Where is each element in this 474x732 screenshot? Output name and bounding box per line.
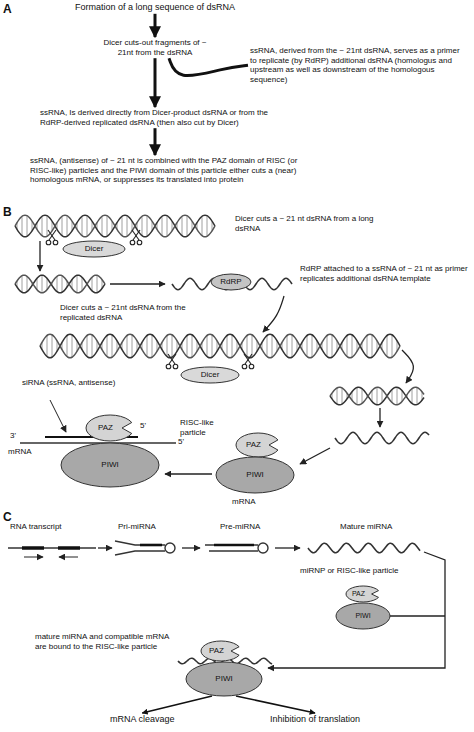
node-text: PIWI: [355, 612, 370, 620]
process-step: Dicer cuts-out fragments of ~ 21nt from …: [95, 38, 215, 57]
process-arrow: [98, 547, 112, 548]
node-text: Dicer cuts-out fragments of ~ 21nt from …: [95, 38, 215, 57]
panel-letter: B: [3, 205, 12, 219]
annotation: siRNA (ssRNA, antisense): [22, 378, 122, 388]
scissors-symbol: [242, 354, 254, 369]
particle-name: RISC-like particle: [180, 418, 232, 437]
node-text: PIWI: [246, 470, 263, 480]
scissors-symbol: [46, 230, 58, 245]
process-arrow: [300, 448, 330, 464]
node-text: PAZ: [209, 646, 233, 656]
strand-line: [205, 544, 258, 545]
strand-line: [8, 547, 96, 548]
process-arrow: [275, 547, 300, 548]
process-arrow: [24, 557, 43, 558]
node-text: PAZ: [98, 423, 122, 433]
hairpin-segment: [140, 544, 162, 547]
process-arrow: [402, 350, 413, 383]
node-text: Dicer: [85, 244, 104, 254]
piwi-domain: PIWI: [215, 456, 295, 494]
node-text: ssRNA, (antisense) of ~ 21 nt is combine…: [30, 156, 320, 185]
stage-name: Pri-miRNA: [118, 522, 156, 532]
dsrna-helix: [15, 275, 105, 293]
flow-arrow: [169, 58, 248, 75]
paz-domain: PAZ: [235, 432, 281, 458]
flow-arrow: [236, 696, 315, 713]
piwi-domain: PIWI: [185, 661, 263, 697]
process-arrow: [263, 296, 284, 332]
dsrna-helix: [330, 387, 424, 405]
node-text: mRNA cleavage: [110, 714, 175, 725]
annotation: RdRP attached to a ssRNA of ~ 21 nt as p…: [300, 264, 470, 283]
strand-end: 5': [140, 421, 146, 431]
node-text: PIWI: [101, 460, 118, 470]
stage-name: RNA transcript: [10, 522, 62, 532]
strand-name: mRNA: [232, 497, 256, 507]
annotation: mature miRNA and compatible mRNA are bou…: [35, 632, 180, 651]
particle-name: miRNP or RISC-like particle: [300, 566, 430, 576]
strand-line: [209, 550, 258, 551]
process-arrow: [50, 400, 66, 432]
node-text: ssRNA, Is derived directly from Dicer-pr…: [40, 108, 270, 127]
hairpin-segment: [58, 546, 80, 550]
hairpin-segment: [22, 546, 44, 550]
node-text: ssRNA, derived from the ~ 21nt dsRNA, se…: [250, 46, 468, 84]
process-arrow: [165, 473, 212, 474]
process-arrow: [110, 283, 165, 284]
process-line: [390, 615, 445, 616]
flow-arrow: [142, 696, 212, 713]
piwi-domain: PIWI: [60, 442, 160, 488]
node-text: PIWI: [215, 674, 232, 684]
process-arrow: [379, 408, 380, 427]
panel-letter: A: [3, 2, 12, 16]
paz-domain: PAZ: [200, 640, 242, 662]
dicer-enzyme: Dicer: [180, 366, 240, 384]
flow-arrow: [154, 58, 157, 107]
strand-line: [115, 541, 165, 545]
process-step: ssRNA, Is derived directly from Dicer-pr…: [40, 108, 270, 127]
node-text: Inhibition of translation: [270, 714, 360, 725]
node-text: RdRP: [220, 277, 241, 287]
stage-name: Pre-miRNA: [220, 522, 260, 532]
flow-arrow: [154, 128, 157, 155]
node-text: Dicer: [201, 370, 220, 380]
rdrp-enzyme: RdRP: [210, 273, 252, 291]
strand-end: 5': [178, 437, 184, 447]
ssrna-strand: [335, 432, 429, 443]
process-step: Formation of a long sequence of dsRNA: [65, 2, 245, 13]
outcome-text: mRNA cleavage: [110, 714, 175, 725]
node-text: Formation of a long sequence of dsRNA: [65, 2, 245, 13]
node-text: PAZ: [246, 440, 270, 450]
hairpin-loop: [165, 543, 175, 553]
hairpin-segment: [214, 544, 254, 547]
paz-domain: PAZ: [85, 414, 135, 442]
process-step: ssRNA, (antisense) of ~ 21 nt is combine…: [30, 156, 320, 185]
strand-name: mRNA: [8, 447, 32, 457]
mirna-strand: [308, 543, 420, 552]
dsrna-helix: [15, 215, 215, 237]
strand-line: [115, 551, 165, 555]
process-arrow: [39, 241, 40, 271]
process-step: ssRNA, derived from the ~ 21nt dsRNA, se…: [250, 46, 468, 84]
outcome-text: Inhibition of translation: [270, 714, 360, 725]
stage-name: Mature miRNA: [340, 522, 392, 532]
hairpin-loop: [258, 543, 268, 553]
flow-arrow: [154, 14, 157, 37]
node-text: PAZ: [352, 590, 374, 598]
annotation: Dicer cuts a ~ 21 nt dsRNA from a long d…: [235, 214, 385, 233]
process-arrow: [268, 552, 445, 668]
paz-domain: PAZ: [345, 585, 381, 603]
annotation: Dicer cuts a ~ 21nt dsRNA from the repli…: [60, 303, 200, 322]
process-arrow: [182, 547, 200, 548]
strand-end: 3': [10, 431, 16, 441]
process-arrow: [59, 557, 78, 558]
scissors-symbol: [130, 230, 142, 245]
dsrna-helix: [40, 334, 400, 358]
scissors-symbol: [166, 354, 178, 369]
piwi-domain: PIWI: [335, 602, 391, 630]
dicer-enzyme: Dicer: [62, 240, 126, 258]
